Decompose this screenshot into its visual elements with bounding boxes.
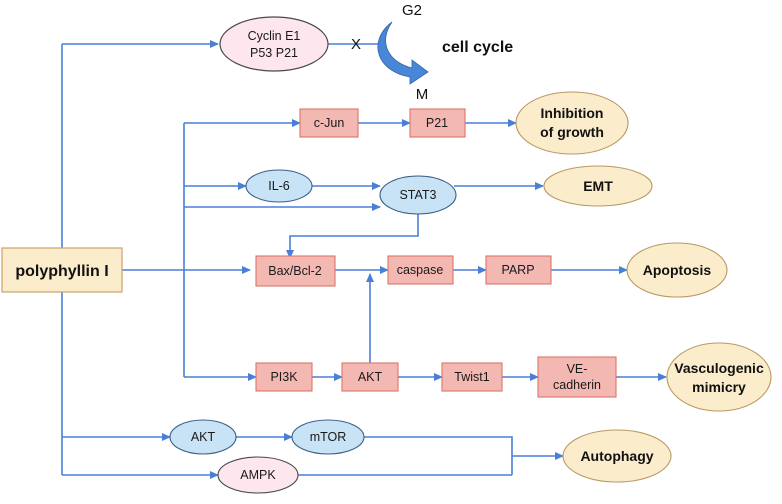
emt-node xyxy=(543,165,653,207)
inhibition-label-2: of growth xyxy=(540,124,604,140)
pi3k-node xyxy=(255,362,313,392)
vm-label-2: mimicry xyxy=(692,379,746,395)
pi3k-label: PI3K xyxy=(270,370,298,384)
block-mark: X xyxy=(351,36,361,53)
emt-label: EMT xyxy=(583,178,613,194)
il6-node xyxy=(245,169,313,203)
autophagy-node xyxy=(562,429,672,483)
apoptosis-node xyxy=(626,242,728,298)
mtor-node xyxy=(291,419,365,455)
ampk-label: AMPK xyxy=(240,468,276,482)
cyclin-label-1: Cyclin E1 xyxy=(248,29,301,43)
ampk-node xyxy=(217,456,299,494)
cyclin-label-2: P53 P21 xyxy=(250,46,298,60)
stat3-to-bax xyxy=(286,213,419,259)
inhibition-node xyxy=(515,91,629,155)
stat3-label: STAT3 xyxy=(399,188,436,202)
baxbcl2-node xyxy=(255,255,336,287)
mtor-label: mTOR xyxy=(310,430,347,444)
inhibition-label-1: Inhibition xyxy=(541,105,604,121)
akt-mid-label: AKT xyxy=(358,370,383,384)
akt-mid-node xyxy=(341,362,399,392)
p21-label: P21 xyxy=(426,116,448,130)
polyphyllin-label: polyphyllin I xyxy=(15,263,108,280)
vecad-label-1: VE- xyxy=(567,362,588,376)
baxbcl2-label: Bax/Bcl-2 xyxy=(268,264,322,278)
phase-m-label: M xyxy=(416,86,429,103)
vm-node xyxy=(666,342,772,412)
cell-cycle-label: cell cycle xyxy=(442,39,513,56)
rect-nodes xyxy=(255,108,617,398)
cyclin-node xyxy=(219,16,329,72)
parp-node xyxy=(485,255,552,285)
blue-nodes xyxy=(169,169,457,455)
vm-label-1: Vasculogenic xyxy=(674,360,764,376)
cell-cycle-arrow-icon xyxy=(377,21,429,85)
caspase-node xyxy=(387,255,454,285)
polyphyllin-node: polyphyllin I xyxy=(1,247,123,293)
twist1-label: Twist1 xyxy=(454,370,489,384)
cjun-node xyxy=(299,108,359,138)
p21-node xyxy=(409,108,466,138)
twist1-node xyxy=(441,362,503,392)
connectors xyxy=(61,40,667,479)
cjun-label: c-Jun xyxy=(314,116,345,130)
phase-g2-label: G2 xyxy=(402,2,422,19)
outcome-nodes xyxy=(515,91,772,483)
vecad-node xyxy=(537,356,617,398)
akt-bottom-label: AKT xyxy=(191,430,216,444)
akt-bottom-node xyxy=(169,419,237,455)
caspase-label: caspase xyxy=(397,263,444,277)
vecad-label-2: cadherin xyxy=(553,378,601,392)
apoptosis-label: Apoptosis xyxy=(643,262,712,278)
parp-label: PARP xyxy=(501,263,534,277)
mtor-to-merge xyxy=(364,436,513,475)
cell-cycle-group: Cyclin E1 P53 P21 X G2 M cell cycle xyxy=(219,2,513,103)
autophagy-label: Autophagy xyxy=(580,448,653,464)
stat3-node xyxy=(379,175,457,215)
il6-label: IL-6 xyxy=(268,179,290,193)
